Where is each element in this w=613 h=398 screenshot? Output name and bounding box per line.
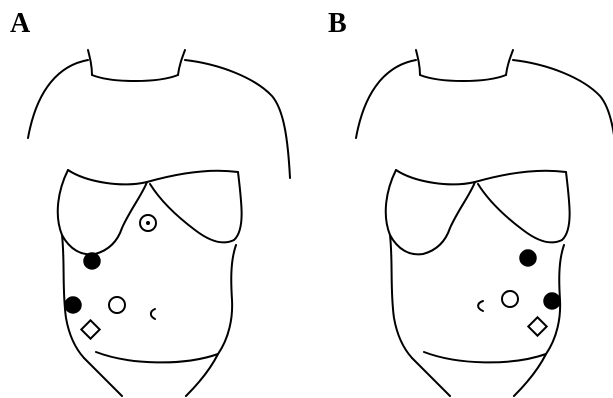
panel-b-left-chest-line bbox=[396, 170, 475, 184]
panel-b-open-port bbox=[502, 291, 518, 307]
panel-a-diamond-port bbox=[81, 320, 99, 338]
panel-a-open-port bbox=[109, 297, 125, 313]
panel-b-waist-line bbox=[424, 352, 546, 362]
panel-a-waist-line bbox=[96, 352, 218, 362]
panel-b-filled-port-lower bbox=[544, 293, 560, 309]
panel-a-left-chest-line bbox=[68, 170, 147, 184]
panel-a-left-groin bbox=[84, 358, 122, 396]
panel-b-left-shoulder bbox=[356, 60, 416, 138]
panel-a-right-shoulder bbox=[185, 60, 290, 178]
panel-a-right-chest-line bbox=[147, 171, 238, 182]
panel-b-left-neck bbox=[416, 50, 420, 75]
panel-a-right-breast bbox=[150, 172, 242, 242]
panel-a-torso bbox=[28, 50, 290, 396]
panel-b-neckline bbox=[420, 75, 506, 81]
panel-b-right-shoulder bbox=[513, 60, 613, 178]
panel-a-camera-port-center-dot bbox=[146, 221, 150, 225]
panel-a-right-flank bbox=[218, 245, 236, 354]
panel-b-filled-port-upper bbox=[520, 250, 536, 266]
panel-b-umbilicus-mark bbox=[478, 301, 483, 311]
panel-b-right-neck bbox=[506, 50, 513, 75]
panel-b-left-groin bbox=[412, 358, 450, 396]
panel-b-right-breast bbox=[478, 172, 570, 242]
panel-a-left-neck bbox=[88, 50, 92, 75]
panel-a-left-shoulder bbox=[28, 60, 88, 138]
panel-a-umbilicus-mark bbox=[151, 309, 155, 319]
panel-a-neckline bbox=[92, 75, 178, 81]
panel-a-filled-port-lower bbox=[65, 297, 81, 313]
panel-b-right-chest-line bbox=[475, 171, 566, 182]
panel-a-filled-port-upper bbox=[84, 253, 100, 269]
panel-a-right-neck bbox=[178, 50, 185, 75]
panel-b-diamond-port bbox=[528, 317, 546, 335]
panel-b-torso bbox=[356, 50, 613, 396]
